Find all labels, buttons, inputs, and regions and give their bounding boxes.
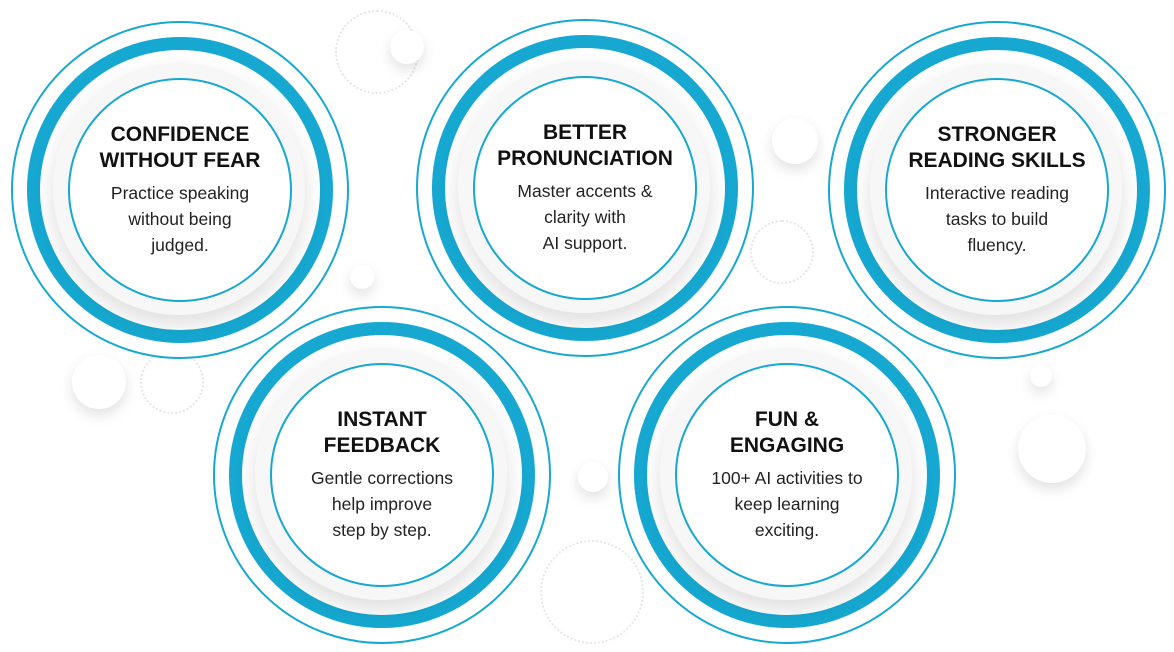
feature-card: STRONGER READING SKILLS Interactive read… xyxy=(885,78,1109,302)
feature-feedback: INSTANT FEEDBACK Gentle corrections help… xyxy=(213,306,553,646)
feature-confidence: CONFIDENCE WITHOUT FEAR Practice speakin… xyxy=(11,21,351,361)
feature-description: Master accents & clarity with AI support… xyxy=(517,181,653,253)
decorative-dotted-circle xyxy=(540,540,644,644)
feature-card: INSTANT FEEDBACK Gentle corrections help… xyxy=(270,363,494,587)
feature-description: Interactive reading tasks to build fluen… xyxy=(925,183,1069,255)
feature-description: Gentle corrections help improve step by … xyxy=(310,468,453,540)
feature-title: CONFIDENCE WITHOUT FEAR xyxy=(99,123,261,172)
decorative-bubble xyxy=(1018,415,1086,483)
feature-title: INSTANT FEEDBACK xyxy=(323,408,441,457)
decorative-bubble xyxy=(772,118,818,164)
decorative-bubble xyxy=(1030,365,1052,387)
decorative-bubble xyxy=(72,355,126,409)
feature-pronunciation: BETTER PRONUNCIATION Master accents & cl… xyxy=(416,19,756,359)
decorative-bubble xyxy=(350,265,374,289)
decorative-bubble xyxy=(578,462,608,492)
feature-description: 100+ AI activities to keep learning exci… xyxy=(711,468,863,540)
feature-card: CONFIDENCE WITHOUT FEAR Practice speakin… xyxy=(68,78,292,302)
feature-card: FUN & ENGAGING 100+ AI activities to kee… xyxy=(675,363,899,587)
feature-description: Practice speaking without being judged. xyxy=(110,183,250,255)
feature-title: BETTER PRONUNCIATION xyxy=(497,121,673,170)
feature-title: FUN & ENGAGING xyxy=(729,408,845,457)
decorative-bubble xyxy=(390,30,424,64)
feature-fun: FUN & ENGAGING 100+ AI activities to kee… xyxy=(618,306,958,646)
feature-card: BETTER PRONUNCIATION Master accents & cl… xyxy=(473,76,697,300)
decorative-dotted-circle xyxy=(750,220,814,284)
feature-title: STRONGER READING SKILLS xyxy=(908,123,1086,172)
feature-reading: STRONGER READING SKILLS Interactive read… xyxy=(828,21,1168,361)
